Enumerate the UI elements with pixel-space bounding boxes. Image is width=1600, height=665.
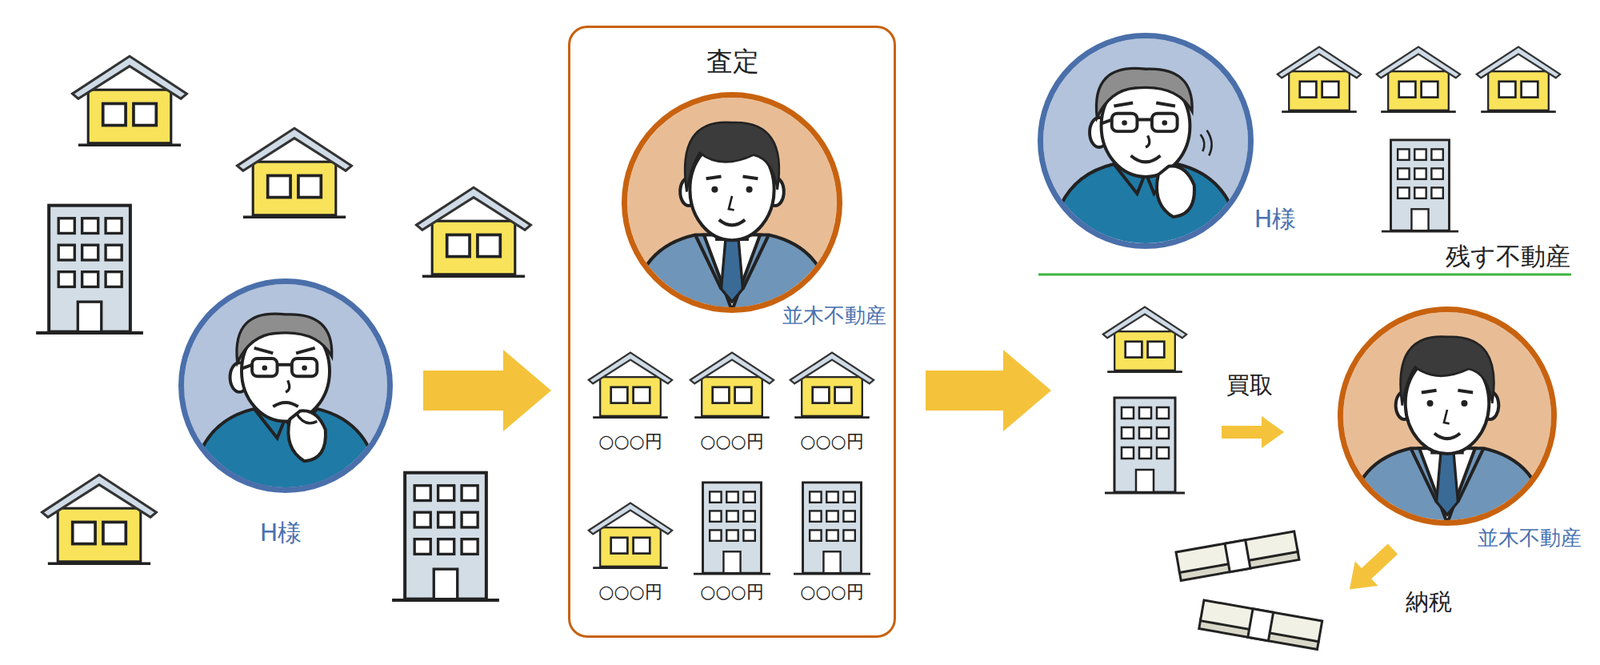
text-label: ○○○円 [800, 581, 864, 603]
text-label: 残す不動産 [1445, 241, 1571, 272]
agent-portrait: 並木不動産 [1337, 306, 1557, 526]
text-label: 買取 [1226, 371, 1273, 400]
text-label: ○○○円 [700, 581, 764, 603]
node-label: 並木不動産 [1477, 525, 1582, 551]
node-label: 査定 [706, 45, 760, 78]
text-label: ○○○円 [700, 431, 764, 452]
client-portrait: H様 [1037, 32, 1254, 249]
node-label: H様 [260, 518, 303, 548]
text-label: ○○○円 [598, 431, 663, 452]
agent-portrait: 並木不動産 [621, 92, 843, 313]
text-label: 納税 [1405, 588, 1452, 616]
text-label: ○○○円 [598, 581, 663, 603]
flow-arrow [423, 349, 552, 432]
text-label: ○○○円 [800, 431, 864, 452]
node-label: 並木不動産 [782, 303, 887, 328]
client-portrait: H様 [178, 278, 393, 493]
appraisal-box: 査定並木不動産 [568, 25, 896, 638]
node-label: H様 [1254, 204, 1297, 234]
